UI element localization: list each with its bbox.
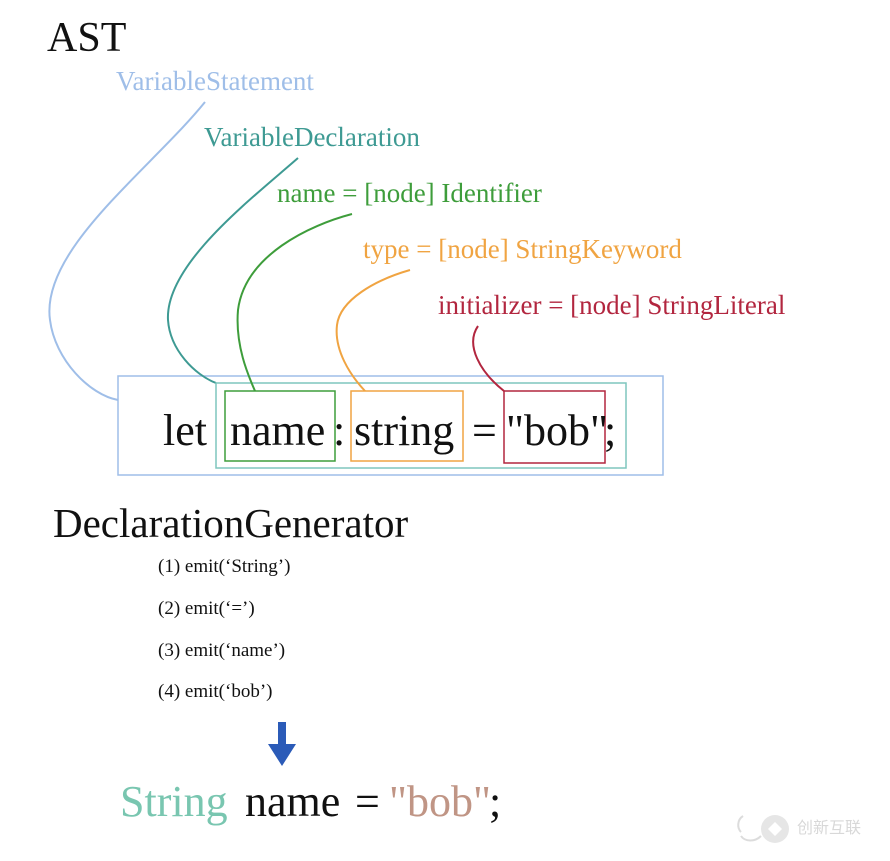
watermark-text: 创新互联	[797, 818, 862, 837]
initializer-connector	[472, 325, 505, 392]
type-string-keyword-label: type = [node] StringKeyword	[363, 234, 682, 264]
code-let-keyword: let	[163, 406, 207, 455]
code-string-literal: "bob"	[506, 406, 608, 455]
variable-declaration-label: VariableDeclaration	[204, 122, 420, 152]
name-identifier-label: name = [node] Identifier	[277, 178, 542, 208]
code-string-type: string	[354, 406, 455, 455]
variable-declaration-connector	[166, 157, 299, 384]
variable-declaration-box	[215, 382, 627, 469]
code-name-identifier: name	[230, 406, 326, 455]
initializer-box	[503, 390, 606, 464]
result-name: name	[245, 777, 341, 826]
emit-step: (2) emit(‘=’)	[158, 598, 255, 619]
emit-step: (1) emit(‘String’)	[158, 556, 291, 577]
emit-step: (4) emit(‘bob’)	[158, 681, 273, 702]
result-type: String	[120, 777, 228, 826]
result-equals: =	[355, 777, 380, 826]
result-value: "bob"	[389, 777, 491, 826]
initializer-string-literal-label: initializer = [node] StringLiteral	[438, 290, 786, 320]
ast-title: AST	[47, 15, 127, 61]
type-connector	[335, 269, 411, 392]
variable-statement-box	[117, 375, 664, 476]
variable-statement-label: VariableStatement	[116, 66, 314, 96]
down-arrow-icon	[268, 722, 296, 766]
name-connector	[236, 213, 353, 392]
generator-title: DeclarationGenerator	[53, 500, 409, 546]
code-colon: :	[333, 406, 346, 455]
result-semicolon: ;	[489, 777, 502, 826]
variable-statement-connector	[48, 101, 206, 401]
emit-step: (3) emit(‘name’)	[158, 640, 286, 661]
code-equals: =	[472, 406, 497, 455]
watermark: 创新互联	[735, 812, 875, 846]
chuangxin-hulian-logo	[737, 815, 789, 843]
name-box	[224, 390, 336, 462]
type-box	[350, 390, 464, 462]
code-semicolon: ;	[604, 406, 617, 455]
